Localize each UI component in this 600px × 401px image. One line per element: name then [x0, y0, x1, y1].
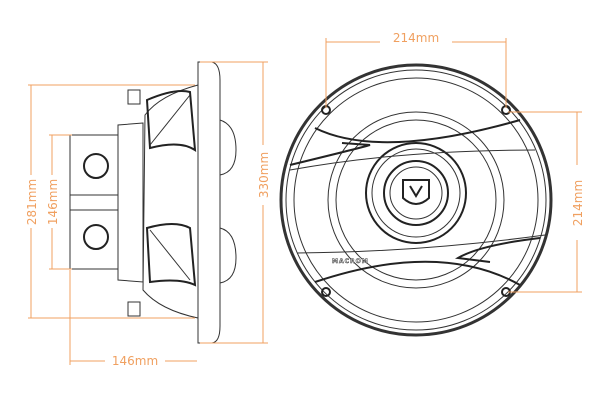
dimension-label-146mm-depth: 146mm: [112, 354, 158, 368]
basket-window-bottom: [145, 223, 197, 287]
speaker-side-view: [69, 61, 237, 344]
magnet: [69, 134, 119, 270]
logo-icon: [402, 179, 430, 205]
logo-icon: [83, 224, 109, 250]
dimension-label-330mm: 330mm: [257, 152, 271, 198]
terminal: [127, 89, 141, 105]
dimension-label-214mm-vertical: 214mm: [571, 180, 585, 226]
tweeter: [365, 142, 467, 244]
screw-hole: [321, 287, 331, 297]
flange: [197, 61, 221, 344]
logo-icon: [83, 153, 109, 179]
dimension-label-281mm: 281mm: [25, 179, 39, 225]
basket: [142, 84, 199, 319]
basket-window-top: [145, 90, 197, 152]
front-dimensions: 214mm 214mm: [325, 31, 585, 293]
outer-ring: [279, 63, 553, 337]
speaker-front-view: MACROM: [279, 63, 553, 337]
dimension-label-214mm-horizontal: 214mm: [393, 31, 439, 45]
brand-logo: MACROM: [332, 258, 369, 265]
dimension-label-146mm-magnet: 146mm: [46, 179, 60, 225]
side-dimensions: 281mm 146mm 330mm 146mm: [25, 61, 271, 368]
terminal: [127, 301, 141, 317]
